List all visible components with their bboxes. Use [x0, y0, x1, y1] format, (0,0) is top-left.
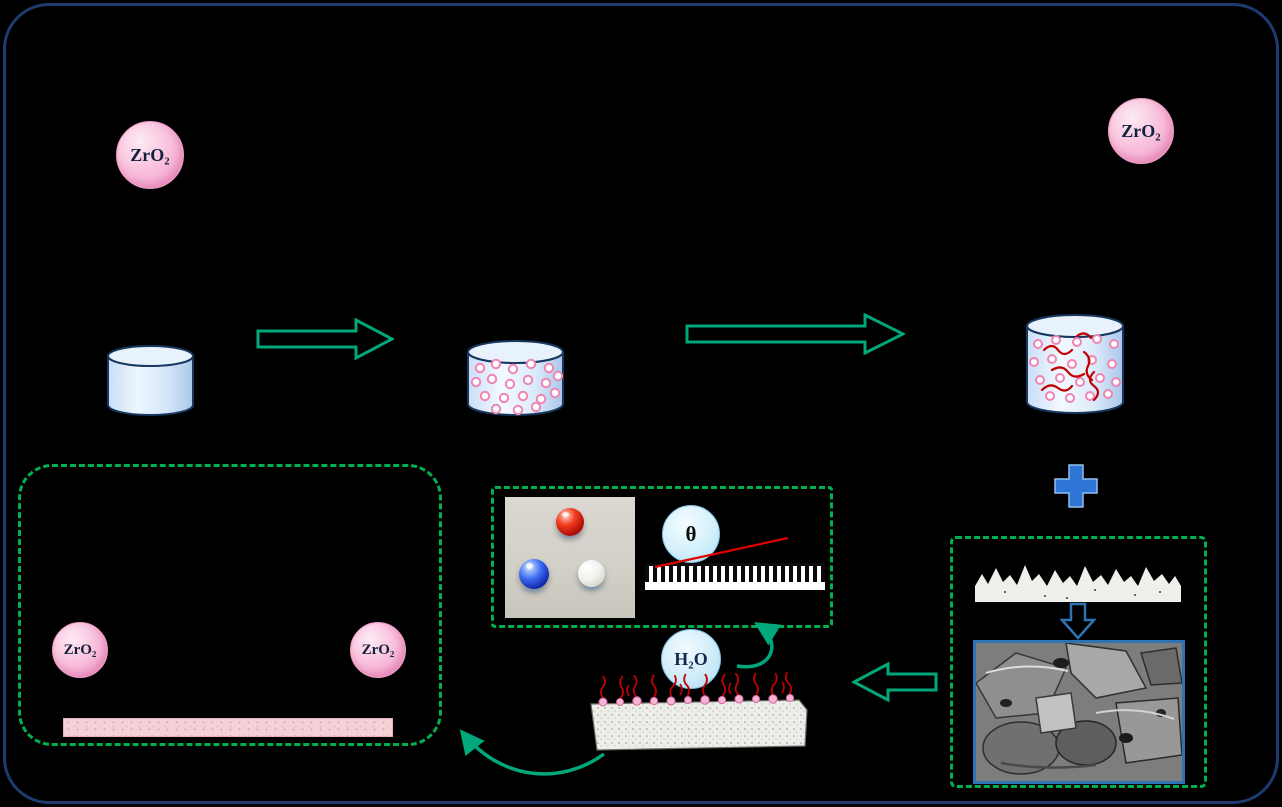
- nanoparticle-dots: [470, 358, 564, 416]
- water-droplet: H₂O: [661, 629, 721, 689]
- flow-arrow-right-1-icon: [256, 318, 394, 360]
- hatched-substrate: [645, 563, 825, 590]
- zro2-particle-panel-left: ZrO₂: [52, 622, 108, 678]
- polymer-chains: [1040, 332, 1100, 402]
- wettability-panel: [491, 486, 833, 628]
- zro2-label: ZrO₂: [130, 144, 170, 165]
- beaker-mouth: [107, 345, 194, 367]
- zro2-particle-top-left: ZrO₂: [116, 121, 184, 189]
- sem-texture: [976, 643, 1182, 781]
- substrate-preparation-panel: [950, 536, 1207, 788]
- clear-droplet-glow: [577, 583, 607, 592]
- blue-droplet: [519, 559, 549, 589]
- polymer-brush-hairs: [598, 671, 795, 707]
- zro2-label: ZrO₂: [361, 641, 395, 658]
- red-droplet: [556, 508, 584, 536]
- nanoparticle-dots: [1029, 334, 1121, 403]
- coated-substrate: [590, 671, 808, 751]
- zro2-label: ZrO₂: [1121, 120, 1161, 141]
- flow-arrow-right-2-icon: [685, 313, 905, 355]
- blue-droplet-glow: [518, 585, 548, 594]
- rough-surface-profile: [975, 565, 1181, 602]
- sem-image: [973, 640, 1185, 784]
- clear-droplet: [578, 560, 605, 587]
- plus-icon: [1054, 464, 1098, 508]
- water-label: H₂O: [674, 648, 708, 669]
- beaker-mouth: [1026, 314, 1124, 338]
- surface-speckles: [1004, 589, 1161, 599]
- contact-angle-droplet: θ: [662, 505, 720, 563]
- zro2-label: ZrO₂: [63, 641, 97, 658]
- diagram-frame: [3, 3, 1279, 804]
- contact-angle-symbol: θ: [685, 521, 697, 546]
- coating-film-bar: [63, 718, 393, 737]
- droplet-photo: [505, 497, 635, 618]
- beaker-solution: [107, 345, 194, 416]
- flow-arrow-left-icon: [852, 662, 938, 702]
- beaker-composite-mixture: [1026, 314, 1124, 414]
- zro2-particle-panel-right: ZrO₂: [350, 622, 406, 678]
- coating-mechanism-panel: [18, 464, 442, 746]
- beaker-mouth: [467, 340, 564, 364]
- substrate-slab: [590, 699, 808, 751]
- zro2-particle-top-right: ZrO₂: [1108, 98, 1174, 164]
- hatched-substrate-teeth: [645, 563, 825, 582]
- down-arrow-icon: [1060, 602, 1096, 640]
- beaker-nanoparticle-dispersion: [467, 340, 564, 416]
